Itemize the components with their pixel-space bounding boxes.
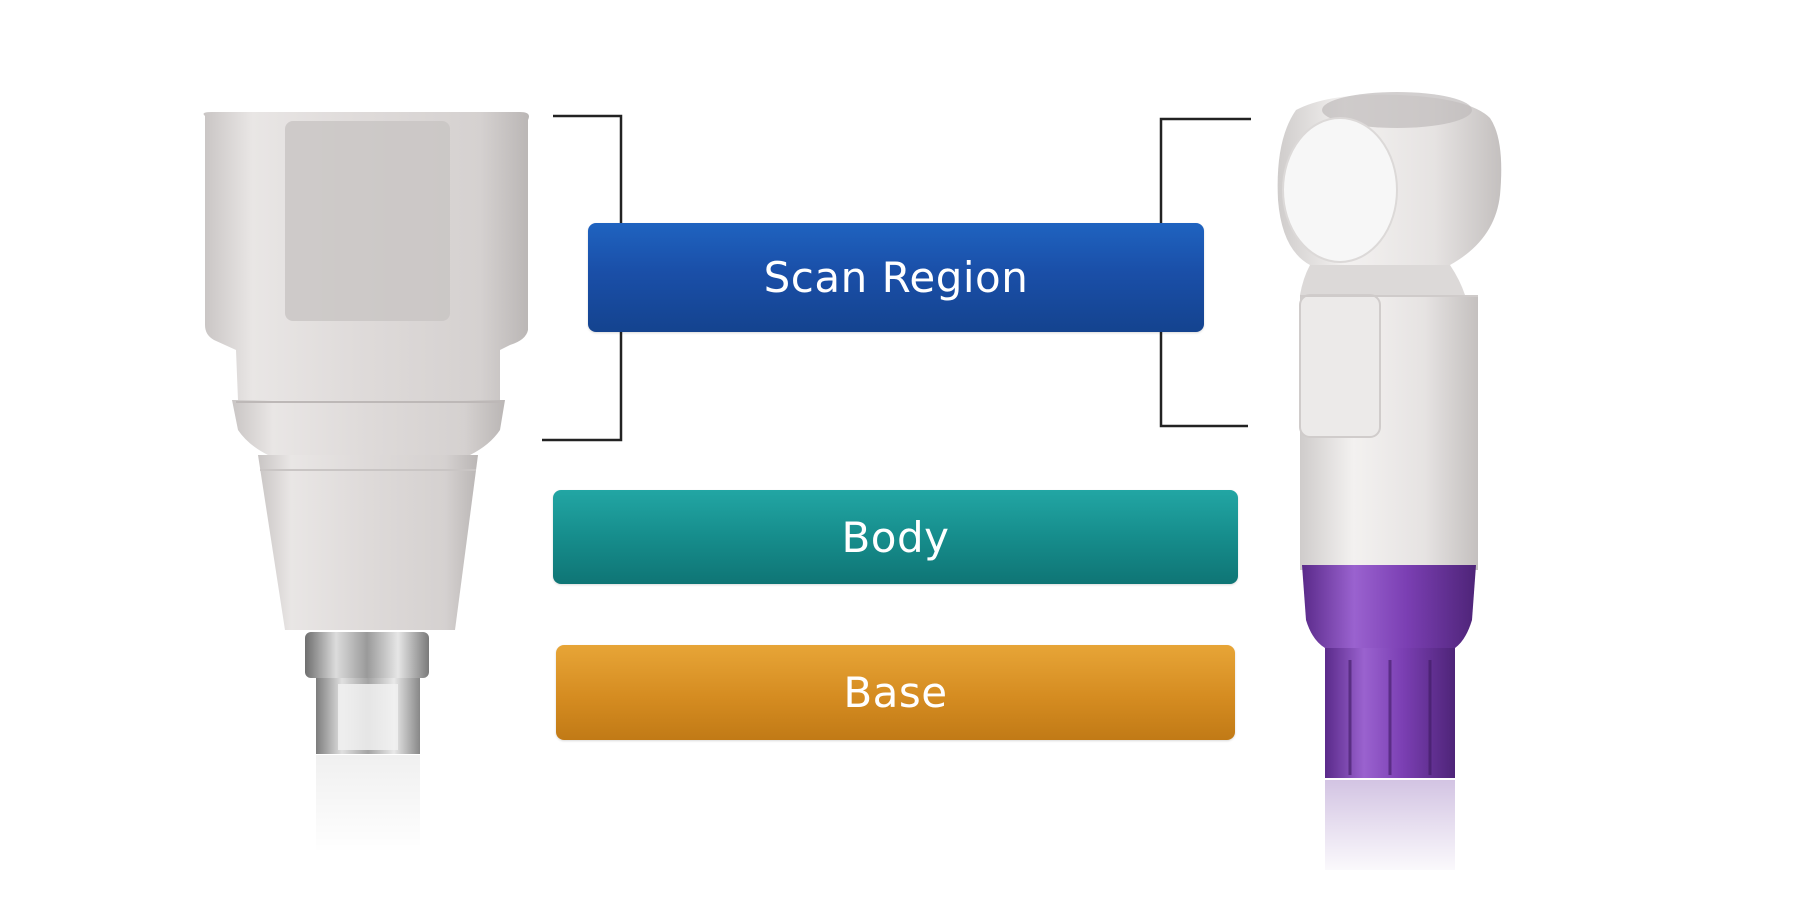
left-abutment-icon: [203, 112, 529, 855]
scan-sphere-face-icon: [1282, 117, 1398, 263]
body-label: Body: [553, 490, 1238, 584]
titanium-connector-icon: [305, 632, 429, 678]
scan-region-label: Scan Region: [588, 223, 1204, 332]
right-abutment-icon: [1277, 92, 1502, 880]
base-label: Base: [556, 645, 1235, 740]
purple-base-connector-icon: [1302, 565, 1476, 648]
right-bracket: [1159, 117, 1251, 428]
left-bracket: [542, 114, 623, 442]
scan-flat-face-icon: [285, 121, 450, 321]
